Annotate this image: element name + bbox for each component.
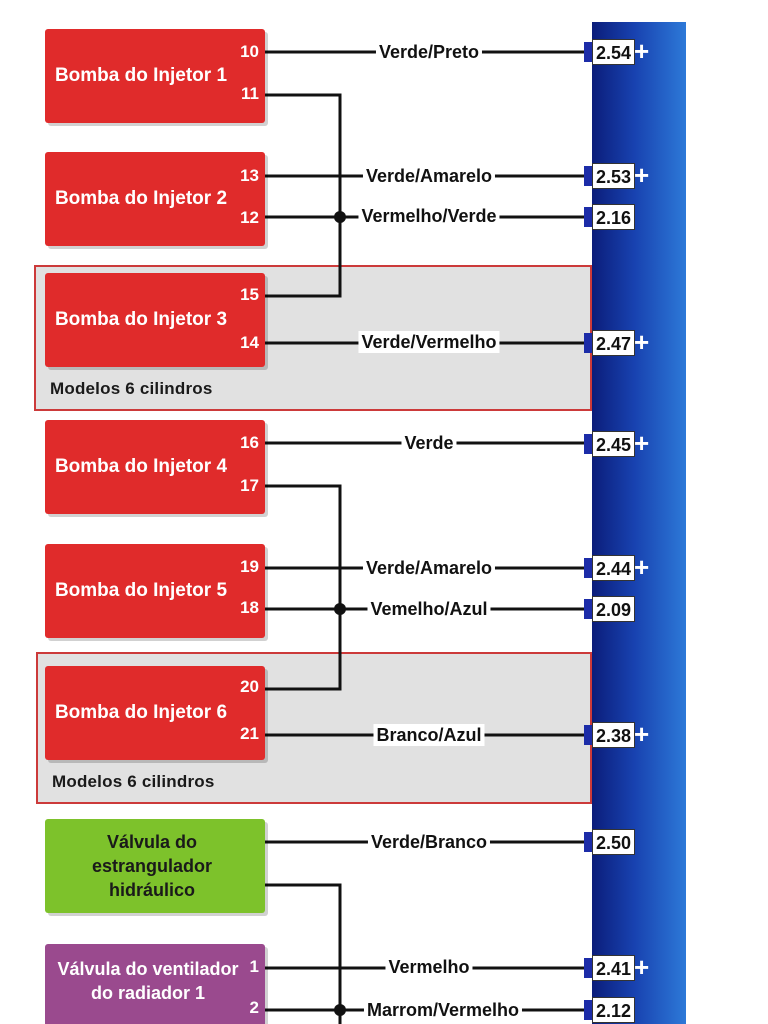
pin-number: 10 [240,42,259,61]
pin-number: 12 [240,208,259,227]
hydraulic-throttle-valve: Válvula do estrangulador hidráulico [45,819,265,913]
injector-pump-6: Bomba do Injetor 6 20 21 [45,666,265,760]
terminal-number: 2.41 [592,955,636,981]
wire-color-label: Vermelho/Verde [358,205,500,227]
terminal-number: 2.38 [592,722,636,748]
splice-dot [334,211,346,223]
component-name: Válvula do ventilador do radiador 1 [57,959,239,1003]
terminal-number: 2.47 [592,330,636,356]
bridge-wire-b [265,484,342,691]
plus-sign: + [634,552,650,582]
pin-number: 19 [240,557,259,576]
pin-number: 2 [249,998,259,1017]
pin-number: 16 [240,433,259,452]
plus-sign: + [634,36,650,66]
component-name: Bomba do Injetor 1 [54,65,228,86]
wire-color-label: Vemelho/Azul [367,598,491,620]
splice-dot [334,603,346,615]
plus-sign: + [634,327,650,357]
plus-sign: + [634,428,650,458]
component-name: Válvula do estrangulador hidráulico [91,832,213,900]
pin-number: 18 [240,598,259,617]
group-label: Modelos 6 cilindros [52,772,215,791]
plus-sign: + [634,952,650,982]
component-name: Bomba do Injetor 3 [54,309,228,330]
terminal-pin [584,832,592,852]
group-label: Modelos 6 cilindros [50,379,213,398]
terminal-pin [584,958,592,978]
terminal-number: 2.44 [592,555,636,581]
component-name: Bomba do Injetor 6 [54,702,228,723]
injector-pump-3: Bomba do Injetor 3 15 14 [45,273,265,367]
plus-sign: + [634,719,650,749]
terminal-pin [584,333,592,353]
component-name: Bomba do Injetor 2 [54,188,228,209]
terminal-pin [584,1000,592,1020]
injector-pump-4: Bomba do Injetor 4 16 17 [45,420,265,514]
pin-number: 21 [240,724,259,743]
injector-pump-5: Bomba do Injetor 5 19 18 [45,544,265,638]
wire-color-label: Verde/Vermelho [358,331,500,353]
pin-number: 17 [240,476,259,495]
wire-color-label: Marrom/Vermelho [363,999,523,1021]
pin-number: 15 [240,285,259,304]
wire-color-label: Verde/Amarelo [362,557,496,579]
wire-color-label: Verde/Branco [367,831,491,853]
terminal-number: 2.45 [592,431,636,457]
injector-pump-1: Bomba do Injetor 1 10 11 [45,29,265,123]
terminal-number: 2.12 [592,997,636,1023]
terminal-pin [584,558,592,578]
terminal-number: 2.50 [592,829,636,855]
pin-number: 20 [240,677,259,696]
pin-number: 11 [241,84,259,103]
terminal-pin [584,42,592,62]
wire-color-label: Vermelho [385,956,473,978]
terminal-pin [584,207,592,227]
splice-dot [334,1004,346,1016]
pin-number: 13 [240,166,259,185]
bridge-wire-c [265,883,342,1024]
wire-color-label: Verde [401,432,457,454]
component-name: Bomba do Injetor 4 [54,456,228,477]
pin-number: 1 [249,957,259,976]
injector-pump-2: Bomba do Injetor 2 13 12 [45,152,265,246]
terminal-pin [584,725,592,745]
terminal-number: 2.09 [592,596,636,622]
terminal-number: 2.54 [592,39,636,65]
terminal-pin [584,434,592,454]
terminal-number: 2.16 [592,204,636,230]
wire-color-label: Verde/Preto [375,41,483,63]
terminal-pin [584,599,592,619]
pin-number: 14 [240,333,259,352]
radiator-fan-valve-1: Válvula do ventilador do radiador 1 1 2 [45,944,265,1024]
ecu-connector-bus [592,22,686,1024]
terminal-number: 2.53 [592,163,636,189]
wire-color-label: Verde/Amarelo [362,165,496,187]
component-name: Bomba do Injetor 5 [54,580,228,601]
bridge-wire-a [265,93,342,298]
plus-sign: + [634,160,650,190]
terminal-pin [584,166,592,186]
wire-color-label: Branco/Azul [373,724,485,746]
